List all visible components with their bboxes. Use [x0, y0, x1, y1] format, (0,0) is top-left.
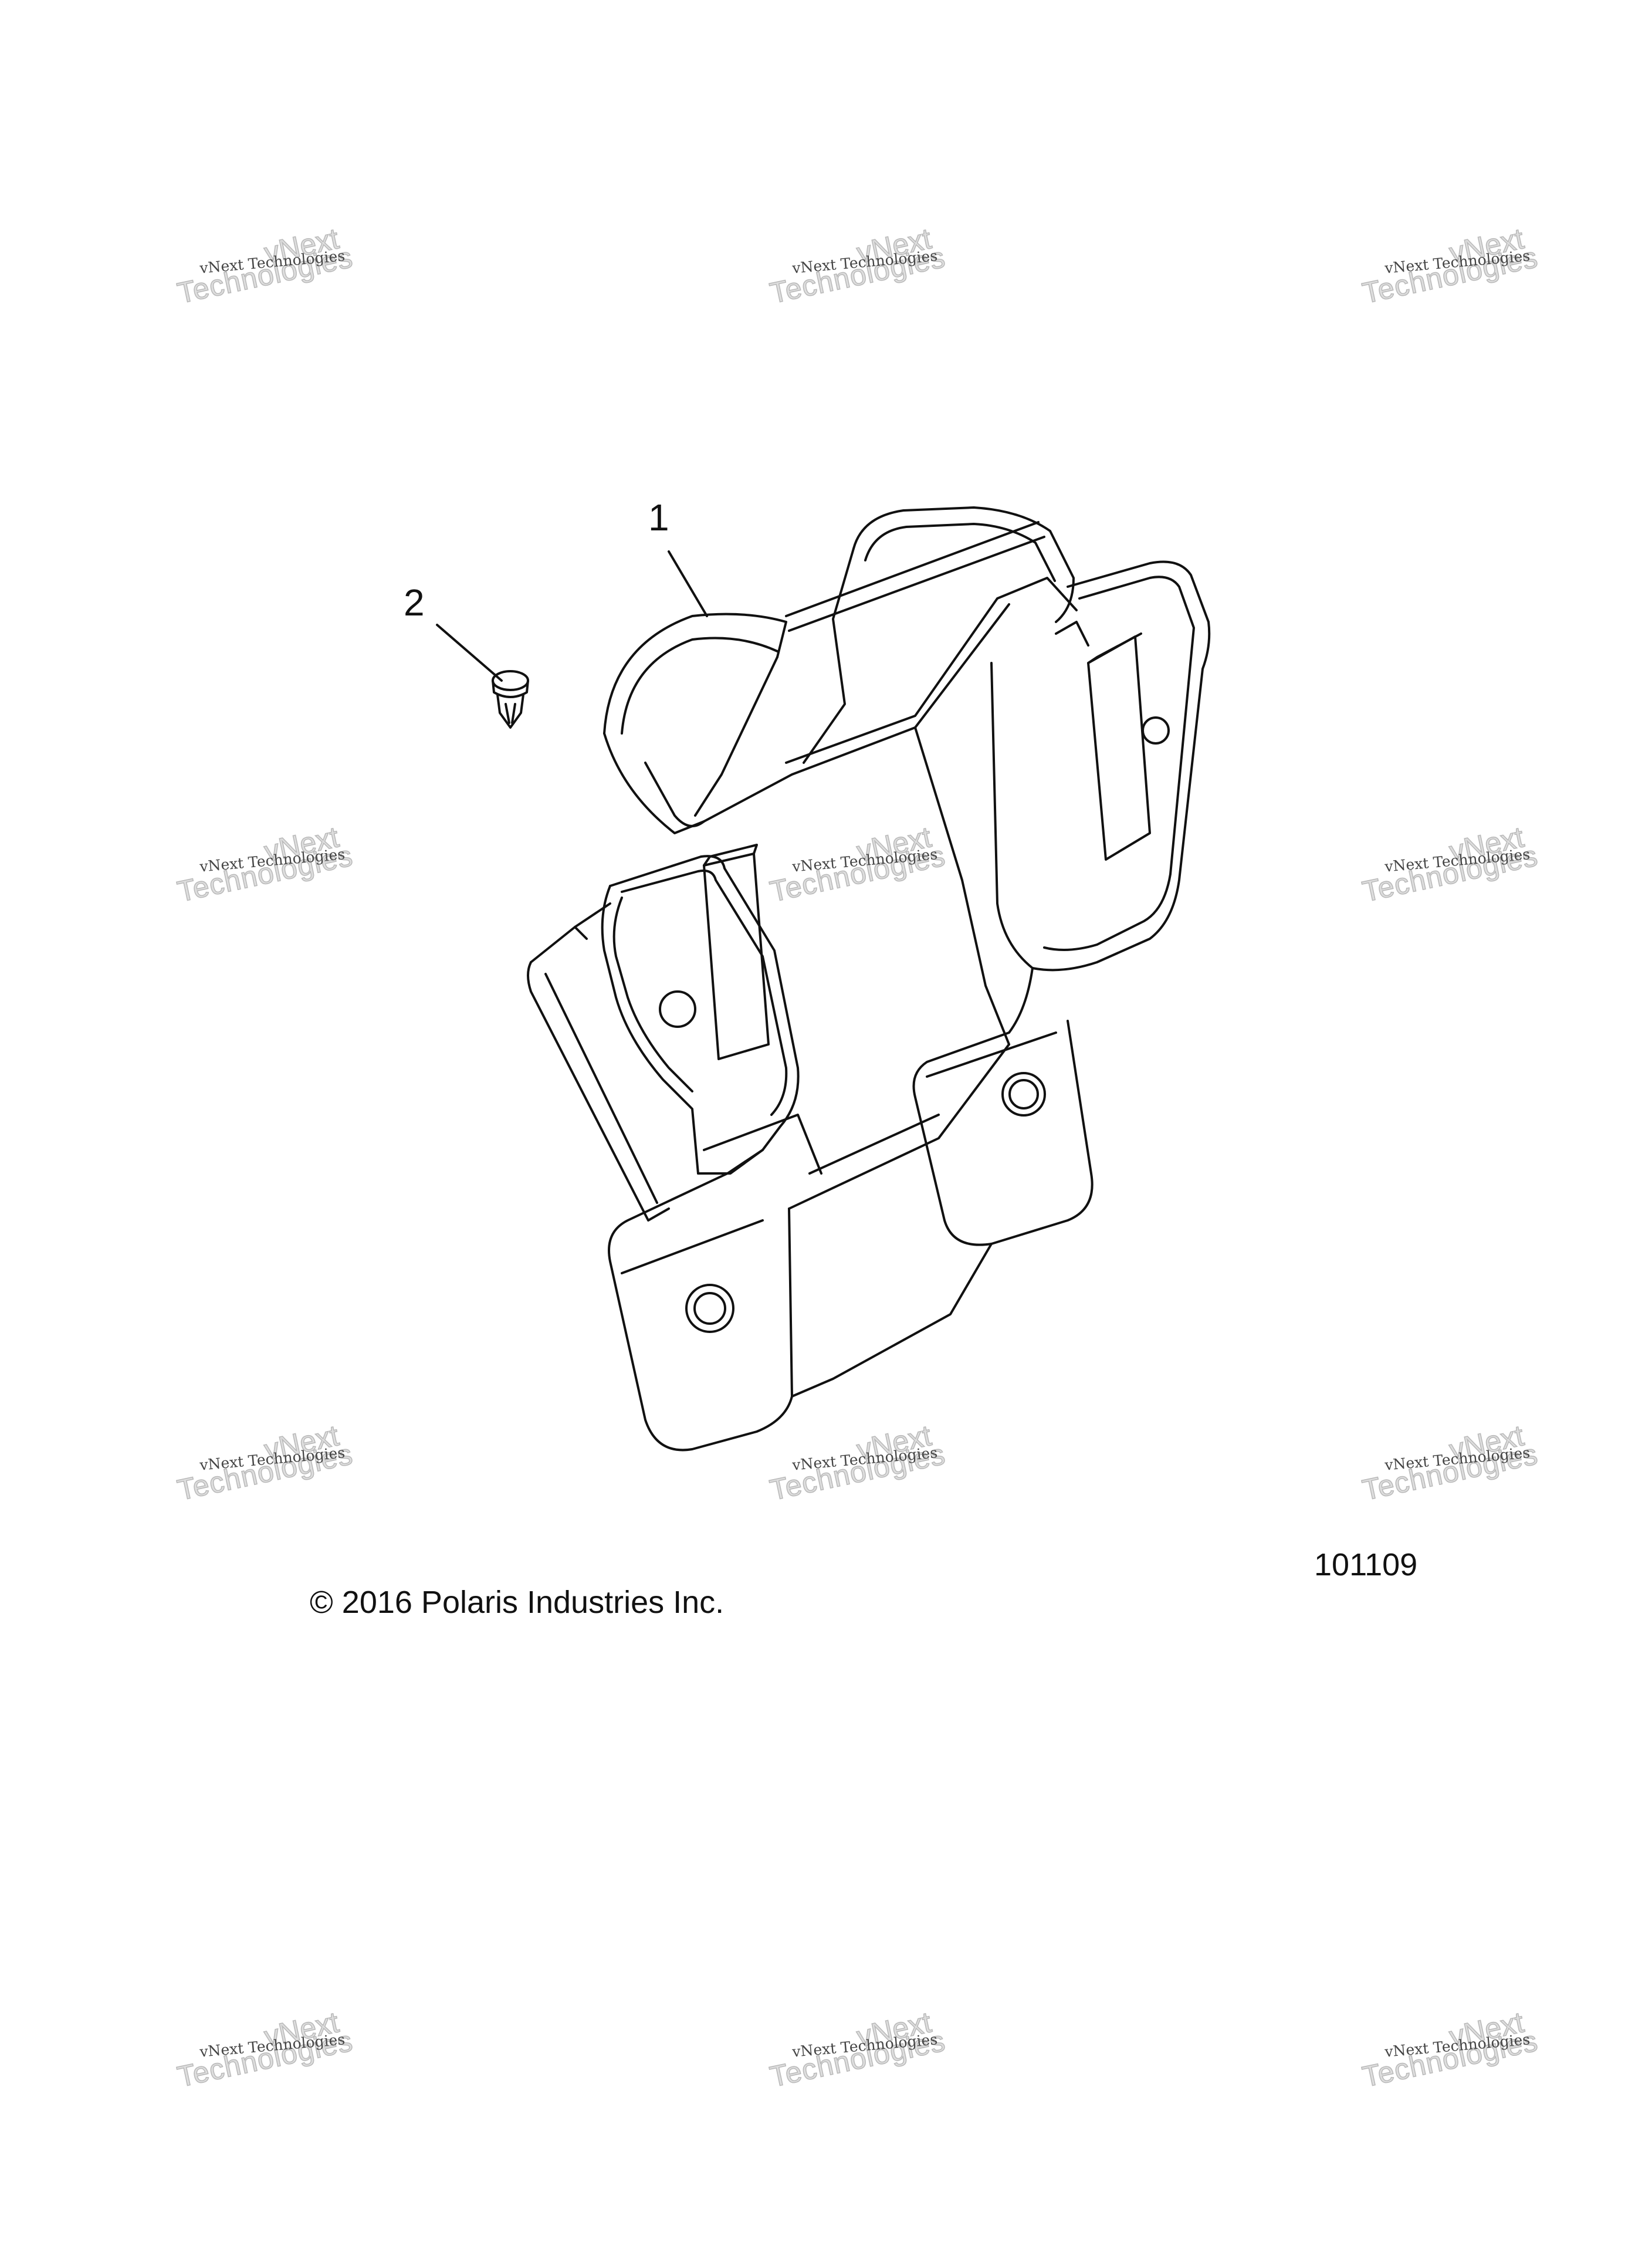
leader-line-part-1 — [668, 550, 708, 617]
bracket-part-1 — [527, 506, 1211, 1452]
callout-part-2: 2 — [404, 581, 425, 624]
leader-line-part-2 — [436, 624, 503, 682]
push-rivet-part-2 — [492, 670, 529, 729]
copyright-notice: © 2016 Polaris Industries Inc. — [310, 1585, 725, 1620]
callout-part-1: 1 — [648, 496, 669, 539]
figure-number: 101109 — [1314, 1547, 1418, 1582]
